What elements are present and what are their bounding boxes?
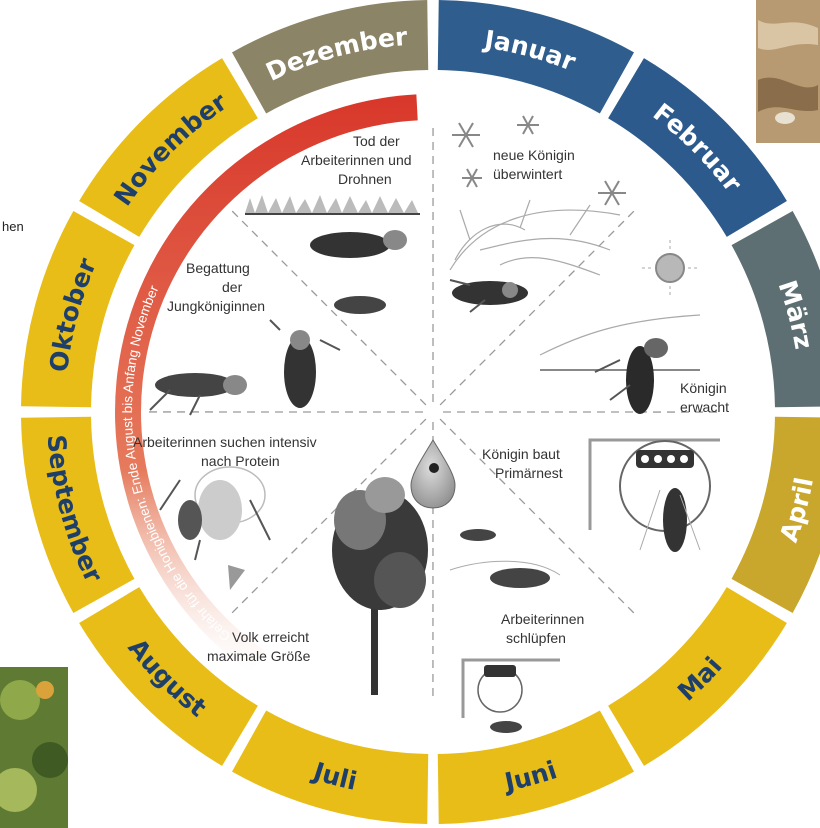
photo-crop-top-right bbox=[756, 0, 820, 143]
photo-crop-bottom-left bbox=[0, 667, 68, 828]
